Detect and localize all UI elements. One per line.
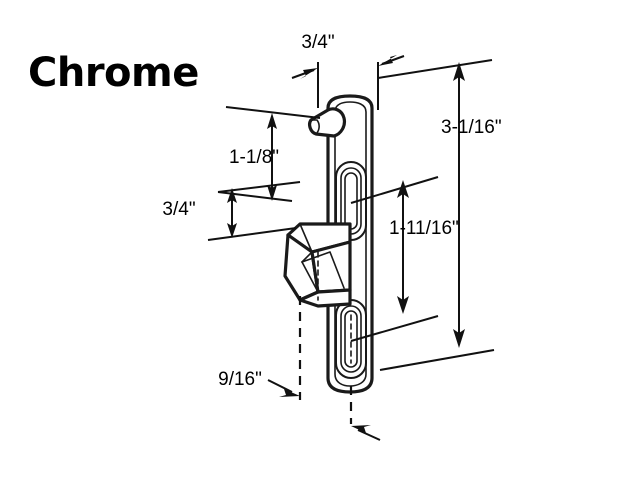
overall-ext-bottom xyxy=(379,349,495,371)
pin-arrow-bottom xyxy=(267,185,277,201)
dimension-label-pin-offset: 1-1/8" xyxy=(229,147,279,168)
top-arrow-left xyxy=(300,68,318,79)
slot-spacing-arrow-top xyxy=(397,180,409,198)
dimension-hook-projection: 9/16" xyxy=(218,296,381,441)
hook-ext-top xyxy=(217,181,301,193)
pin-ext-top xyxy=(225,106,321,119)
overall-arrow-bottom xyxy=(453,329,465,348)
dimension-label-overall-height: 3-1/16" xyxy=(441,117,502,138)
dimension-hook-height: 3/4" xyxy=(162,181,301,241)
lower-slot-leader xyxy=(350,315,439,342)
overall-arrow-top xyxy=(453,62,465,81)
hook-projection-arrow xyxy=(279,389,300,397)
dimension-overall-height: 3-1/16" xyxy=(377,59,502,371)
top-pin-body xyxy=(308,107,347,138)
dimension-slot-spacing: 1-11/16" xyxy=(350,176,459,342)
bottom-right-arrow xyxy=(351,425,371,433)
part-geometry xyxy=(283,94,374,394)
upper-slot-leader xyxy=(350,176,439,204)
dimension-label-hook-projection: 9/16" xyxy=(218,369,262,390)
dimension-pin-offset: 1-1/8" xyxy=(217,106,321,202)
hook-lower-lip xyxy=(298,288,352,308)
bottom-right-tick xyxy=(357,429,381,441)
hook-crease-b xyxy=(301,251,345,289)
hook-crease-c xyxy=(301,261,319,293)
hook-crease-d xyxy=(301,251,313,263)
top-pin-seam xyxy=(333,117,346,137)
pin-arrow-top xyxy=(267,113,277,129)
dimension-label-hook-height: 3/4" xyxy=(162,199,195,220)
top-pin-cap-ellipse xyxy=(308,119,320,135)
dimension-label-slot-spacing: 1-11/16" xyxy=(389,218,459,239)
page-title: Chrome xyxy=(28,50,199,96)
hook-ext-bottom xyxy=(207,227,297,241)
hook-crease-a xyxy=(299,223,313,253)
top-arrow-right xyxy=(378,55,397,66)
dimension-top-width: 3/4" xyxy=(291,32,405,110)
hook-arrow-top xyxy=(227,188,237,203)
overall-ext-top xyxy=(377,59,493,79)
dimension-label-top-width: 3/4" xyxy=(301,32,334,53)
hook-projection-tick xyxy=(267,379,293,393)
slot-spacing-arrow-bottom xyxy=(397,296,409,314)
face-plate-inner-edge xyxy=(334,101,367,387)
hook-arrow-bottom xyxy=(227,223,237,238)
